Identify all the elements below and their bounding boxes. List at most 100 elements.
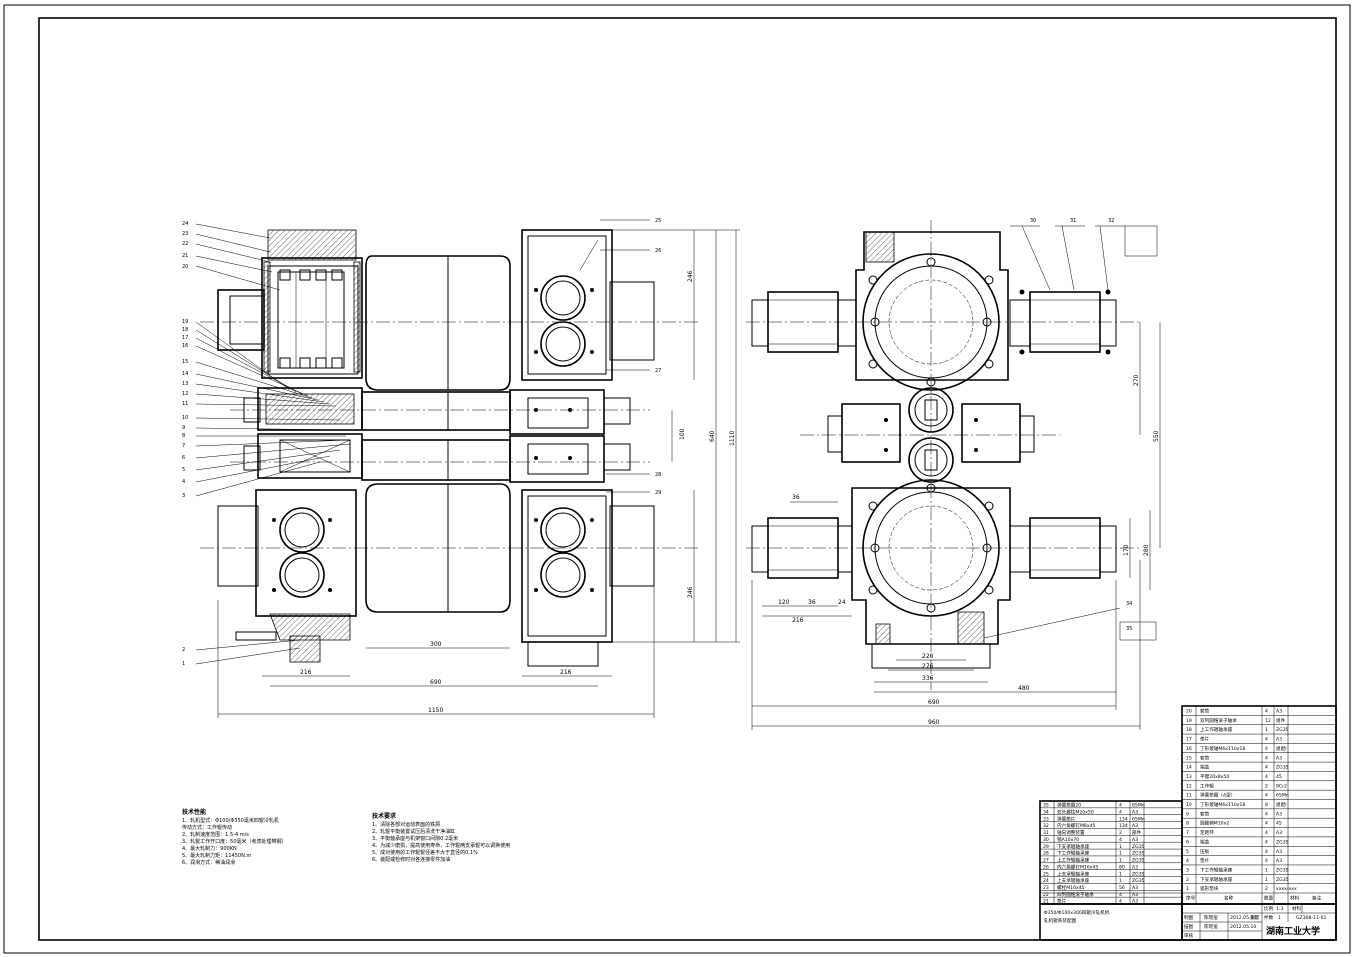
bom-cell-no: 21 [1043, 899, 1049, 905]
bom-cell-qty: 4 [1265, 737, 1268, 743]
callout-11: 11 [182, 401, 188, 407]
scale-value: 1:3 [1276, 906, 1283, 912]
bom-cell-name: 平键20x8x50 [1200, 773, 1229, 780]
callout-30: 30 [1030, 218, 1036, 224]
dim-300: 300 [430, 641, 442, 648]
bom-cell-material: 部件 [1132, 829, 1142, 836]
bom-cell-no: 25 [1043, 871, 1049, 877]
callout-20: 20 [182, 264, 188, 270]
bom-cell-no: 6 [1186, 839, 1189, 845]
work-chock-left [841, 403, 901, 463]
bom-cell-material: A3 [1132, 823, 1138, 829]
bom-cell-material: 9Cr2 [1276, 783, 1287, 789]
bom-cell-name: 垫片 [1200, 736, 1210, 743]
bom-cell-qty: 4 [1265, 793, 1268, 799]
bom-cell-material: A3 [1132, 864, 1138, 870]
dim-640: 640 [709, 430, 716, 442]
bom-cell-no: 32 [1043, 823, 1049, 829]
dim-246-bottom: 246 [687, 586, 694, 598]
bom-header-row: 序号名称数量材料备注 [1040, 892, 1336, 902]
bom-cell-qty: 4 [1119, 809, 1122, 815]
bom-cell-name: 上工作辊轴承座 [1057, 857, 1090, 864]
bom-cell-no: 13 [1186, 774, 1192, 780]
bom-cell-material: 组件 [1276, 717, 1286, 724]
notes-left-line: 5、最大轧制力矩：11450N.m [182, 852, 251, 859]
bom-cell-qty: 8 [1265, 802, 1268, 808]
drawing-code: GZ308-11-01 [1296, 915, 1327, 921]
bom-header-material: 材料 [1290, 895, 1300, 902]
callout-23: 23 [182, 231, 188, 237]
lower-work-chock-left [257, 433, 363, 479]
callout-22: 22 [182, 241, 188, 247]
bom-cell-name: 上工作辊轴承座 [1200, 726, 1233, 733]
callout-31: 31 [1070, 218, 1076, 224]
callout-5: 5 [182, 467, 185, 473]
bom-cell-name: 四列圆锥滚子轴承 [1057, 891, 1094, 898]
notes-technical-requirements: 技术要求 1、清除各部对运动表面的铁屑 2、轧辊平衡装置试压后清洗干净油缸 3、… [372, 812, 510, 863]
callout-7: 7 [182, 443, 185, 449]
callout-9: 9 [182, 425, 185, 431]
outer-border [3, 4, 1351, 954]
bom-cell-material: ZG35 [1132, 844, 1145, 850]
callout-25: 25 [655, 218, 661, 224]
notes-left-title: 技术性能 [182, 808, 206, 816]
bom-cell-no: 11 [1186, 793, 1192, 799]
bom-cell-qty: 1 [1119, 858, 1122, 864]
dim-280: 280 [1143, 544, 1150, 556]
bom-cell-qty: 1 [1119, 851, 1122, 857]
dim-690: 690 [430, 679, 442, 686]
review-label: 审核 [1184, 932, 1194, 939]
bom-cell-qty: 4 [1119, 892, 1122, 898]
bom-cell-material: 组配I [1276, 745, 1287, 752]
upper-backup-roll [365, 255, 511, 391]
bom-cell-material: A3 [1276, 858, 1282, 864]
bom-cell-no: 26 [1043, 864, 1049, 870]
notes-left-line: 6、润滑方式：稀油润滑 [182, 859, 235, 866]
dim-36b: 36 [808, 599, 816, 606]
dim-220: 220 [922, 653, 934, 660]
bom-cell-name: 下支承辊轴承座 [1057, 843, 1090, 850]
notes-left-line: 3、轧辊工作开口度：50毫米（考虑处理带钢） [182, 838, 287, 845]
callout-17: 17 [182, 335, 188, 341]
dim-1150: 1150 [428, 707, 443, 714]
bom-cell-no: 35 [1043, 803, 1049, 809]
dim-120: 120 [778, 599, 790, 606]
bom-cell-no: 18 [1186, 727, 1192, 733]
callout-29: 29 [655, 490, 661, 496]
bom-cell-qty: 12 [1265, 718, 1271, 724]
bom-cell-name: 套筒 [1200, 708, 1210, 715]
material-label: 材料 [1292, 905, 1302, 912]
callout-35: 35 [1126, 626, 1132, 632]
bom-cell-no: 1 [1186, 886, 1189, 892]
bom-cell-name: 弧形垫块 [1200, 885, 1219, 892]
bom-cell-no: 24 [1043, 878, 1049, 884]
bom-header-remark: 备注 [1312, 895, 1322, 902]
notes-left-line: 传动方式：工作辊传动 [182, 824, 232, 831]
bom-cell-name: 下工作辊轴承座 [1200, 866, 1233, 873]
bom-cell-name: 销A10x70 [1057, 836, 1079, 843]
dim-270: 270 [1133, 374, 1140, 386]
dim-480: 480 [1018, 685, 1030, 692]
bom-cell-material: A3 [1276, 755, 1282, 761]
callout-16: 16 [182, 343, 188, 349]
bom-cell-material: A3 [1132, 809, 1138, 815]
bom-cell-material: ZG35 [1132, 851, 1145, 857]
scale-label: 比例 [1264, 905, 1274, 912]
bom-cell-material: A3 [1132, 837, 1138, 843]
bom-cell-name: 垫片 [1200, 857, 1210, 864]
bom-cell-qty: 2 [1265, 886, 1268, 892]
bom-cell-name: 内六角螺钉M8x45 [1057, 822, 1095, 829]
bom-cell-no: 20 [1186, 709, 1192, 715]
callout-3: 3 [182, 493, 185, 499]
